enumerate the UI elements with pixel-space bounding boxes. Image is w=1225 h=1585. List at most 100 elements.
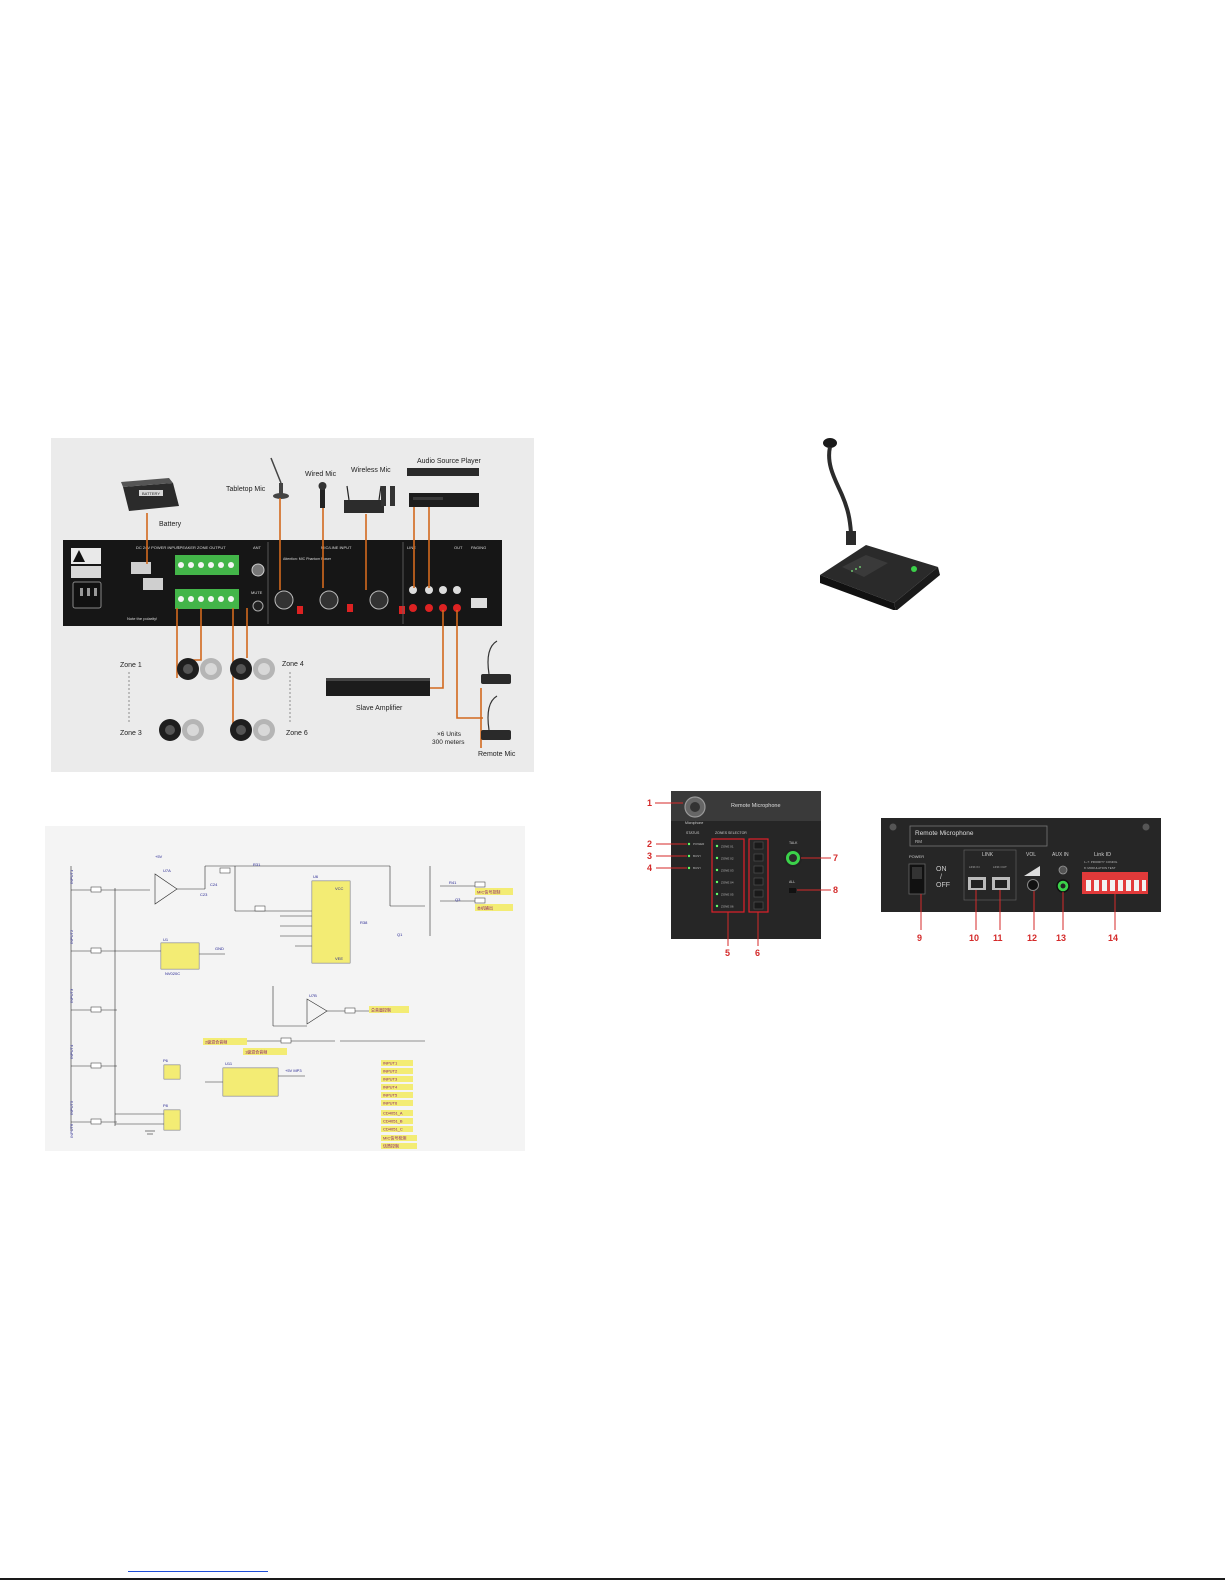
callout-14: 14 [1108, 933, 1118, 943]
battery-device: BATTERY [121, 478, 179, 511]
rear-link-in: LINK IN [969, 865, 980, 869]
net-master-volume: 总音量控制 [371, 1007, 391, 1013]
rear-link-note-1: 1~7: PRIORITY CONFIG [1084, 860, 1118, 864]
net-mic-control: MIC信号控制 [477, 889, 500, 895]
panel-out: OUT [454, 545, 463, 550]
callout-11: 11 [993, 933, 1003, 943]
zone6-label: Zone 6 [286, 730, 308, 737]
zone-label-5: ZONE 06 [721, 905, 734, 909]
ref-nv020c: NV020C [165, 971, 180, 976]
net-cd4051-c: CD4051_C [383, 1127, 403, 1132]
ref-c23: C23 [200, 892, 208, 897]
slave-amplifier-device [326, 678, 430, 696]
callout-7: 7 [833, 853, 838, 863]
remote-mic-photo [806, 435, 946, 611]
net-input4: INPUT4 [383, 1085, 398, 1090]
rear-link-id: Link ID [1094, 852, 1111, 858]
net-mic-detect: MIC信号检测 [383, 1135, 406, 1141]
callout-13: 13 [1056, 933, 1066, 943]
front-zone-header: ZONES SELECTOR [715, 831, 747, 835]
panel-power-input: DC 24V POWER INPUT [136, 545, 180, 550]
rear-aux-in: AUX IN [1052, 852, 1069, 858]
ref-q1: Q1 [397, 932, 403, 937]
circuit-schematic: INPUT1 INPUT2 INPUT3 INPUT4 INPUT5 INPUT… [45, 826, 525, 1151]
meters-label: 300 meters [432, 739, 465, 746]
front-all-label: ALL [789, 880, 795, 884]
rear-off: OFF [936, 882, 950, 889]
net-input5: INPUT5 [383, 1093, 398, 1098]
net-mix-level1: 1级混合音频 [245, 1049, 267, 1055]
rear-link: LINK [982, 852, 994, 858]
panel-note: Note the polarity! [127, 616, 157, 621]
wiring-diagram: BATTERY Battery Tabletop Mic Wired Mic W… [51, 438, 534, 772]
ref-input1: INPUT1 [69, 869, 74, 884]
callout-6: 6 [755, 948, 760, 958]
front-talk-label: TALK [789, 841, 798, 845]
remote-rear-panel: Remote Microphone RM POWER ON / OFF LINK… [876, 814, 1166, 954]
front-status-2: BUSY [693, 866, 701, 870]
ref-q3: Q3 [455, 897, 461, 902]
net-cd4051-b: CD4051_B [383, 1119, 403, 1124]
panel-ant: ANT [253, 545, 262, 550]
battery-label: Battery [159, 521, 182, 528]
rear-vol: VOL [1026, 852, 1036, 858]
ref-input5: INPUT5 [69, 1100, 74, 1115]
wired-mic-label: Wired Mic [305, 471, 337, 478]
zone3-label: Zone 3 [120, 730, 142, 737]
callout-3: 3 [647, 851, 652, 861]
rear-slash: / [940, 874, 942, 881]
callout-8: 8 [833, 885, 838, 895]
callout-4: 4 [647, 863, 652, 873]
callout-9: 9 [917, 933, 922, 943]
ref-r41: R41 [449, 880, 457, 885]
zone-label-1: ZONE 02 [721, 857, 734, 861]
callout-1: 1 [647, 798, 652, 808]
zone-label-3: ZONE 04 [721, 881, 734, 885]
tabletop-mic-device [270, 457, 289, 499]
front-title: Remote Microphone [731, 803, 781, 809]
schematic-svg: INPUT1 INPUT2 INPUT3 INPUT4 INPUT5 INPUT… [69, 854, 513, 1149]
amplifier-rear-panel: DC 24V POWER INPUT Note the polarity! SP… [63, 540, 502, 626]
net-cd4051-a: CD4051_A [383, 1111, 403, 1116]
net-mic-switch: 话筒控制 [383, 1143, 399, 1149]
ref-vee: VEE [335, 956, 343, 961]
slave-amp-label: Slave Amplifier [356, 705, 403, 712]
wired-mic-device [318, 482, 327, 508]
ref-p6: P6 [163, 1058, 169, 1063]
units-label: ×6 Units [437, 731, 462, 738]
zone-buttons [753, 841, 764, 910]
tabletop-mic-label: Tabletop Mic [226, 486, 266, 493]
callout-2: 2 [647, 839, 652, 849]
ref-u6: U6 [313, 874, 319, 879]
net-input1: INPUT1 [383, 1061, 398, 1066]
ref-c24: C24 [210, 882, 218, 887]
ref-input6: INPUT6 [69, 1123, 74, 1138]
audio-player-device [407, 468, 479, 507]
callout-12: 12 [1027, 933, 1037, 943]
front-status-0: POWER [693, 842, 705, 846]
zone4-label: Zone 4 [282, 661, 304, 668]
panel-line: LINE [407, 545, 416, 550]
net-mix-level2: 2级混合音频 [205, 1039, 227, 1045]
ref-u1: U1 [163, 937, 169, 942]
footer-link-underline[interactable] [128, 1571, 268, 1572]
ref-vcc: VCC [335, 886, 344, 891]
remote-mic-devices [481, 640, 511, 740]
schematic-refs: INPUT1 INPUT2 INPUT3 INPUT4 INPUT5 INPUT… [69, 854, 461, 1138]
ref-gnd: GND [215, 946, 224, 951]
ref-r38: R38 [360, 920, 368, 925]
audio-player-label: Audio Source Player [417, 458, 481, 465]
battery-brand: BATTERY [142, 491, 160, 496]
zone-rows: ZONE 01 ZONE 02 ZONE 03 ZONE 04 ZONE 05 … [715, 845, 734, 909]
ref-input3: INPUT3 [69, 988, 74, 1003]
net-local-output: 本机输出 [477, 905, 493, 911]
remote-rear-svg: Remote Microphone RM POWER ON / OFF LINK… [881, 818, 1161, 943]
front-mic-label: Microphone [685, 821, 703, 825]
panel-speaker-output: SPEAKER ZONE OUTPUT [177, 545, 226, 550]
remote-front-panel: Microphone Remote Microphone STATUS POWE… [643, 786, 843, 961]
zone1-label: Zone 1 [120, 662, 142, 669]
rear-model: RM [915, 839, 922, 844]
ref-5v-mp3: +5V MP3 [285, 1068, 302, 1073]
rear-link-out: LINK OUT [993, 865, 1007, 869]
rear-power-label: POWER [909, 854, 924, 859]
